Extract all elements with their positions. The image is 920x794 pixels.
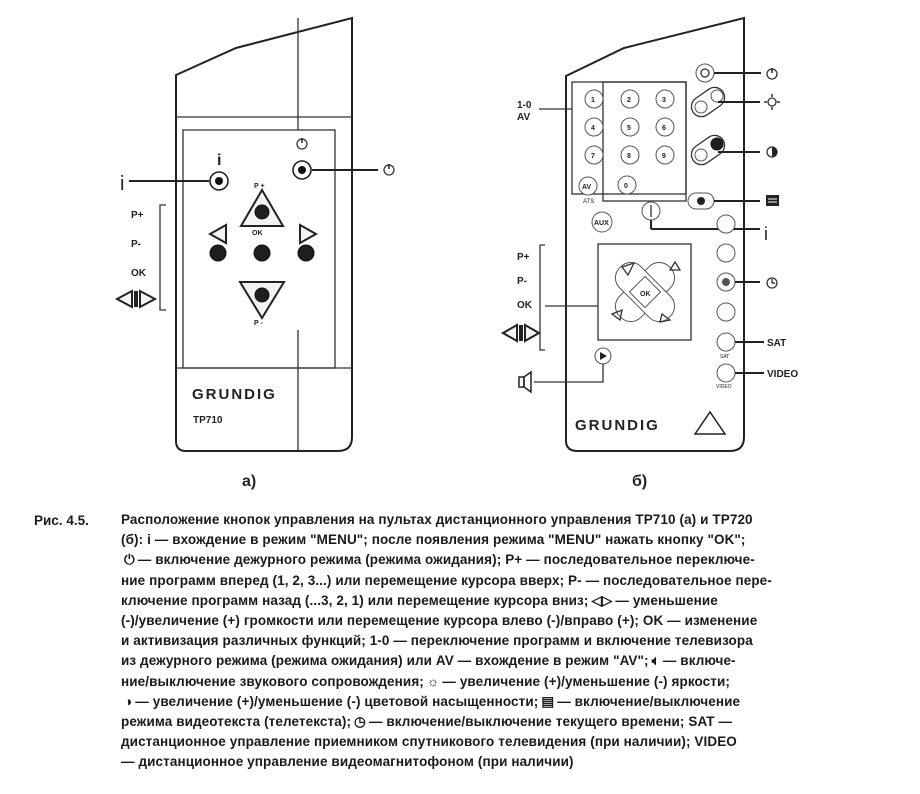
label-ok-a: OK: [252, 230, 263, 237]
remote-b: 1-0 AV 1 2 3 4 5 6 7 8 9 AV 0 ATS AUX i: [500, 16, 798, 452]
clock-icon: ◷: [354, 714, 366, 730]
standby-icon: [296, 138, 308, 150]
round-button-1: [716, 214, 736, 234]
brightness-icon: [764, 94, 780, 110]
side-label-p-plus-b: P+: [517, 252, 530, 263]
digit-1: 1: [591, 97, 595, 104]
round-button-3: [716, 302, 736, 322]
color-rocker: [690, 134, 726, 166]
vol-plus-icon: [299, 223, 319, 245]
label-p-plus-a: P +: [254, 183, 265, 190]
caption-line: и активизация различных функций; 1-0 — п…: [121, 633, 753, 649]
digit-9: 9: [662, 153, 666, 160]
side-label-ok-b: OK: [517, 300, 533, 311]
side-label-p-minus-a: P-: [131, 239, 141, 250]
volume-arrows-icon: [114, 289, 158, 309]
vol-down-arrow-icon: [610, 308, 623, 322]
label-ok-b: OK: [640, 291, 651, 298]
side-label-ok-a: OK: [131, 268, 147, 279]
brightness-rocker: [690, 86, 726, 118]
navigation-pad-frame: [597, 243, 692, 341]
caption-line: дистанционное управление приемником спут…: [121, 734, 737, 750]
logo-triangle-icon: [693, 410, 727, 435]
teletext-icon: ▤: [541, 693, 555, 709]
clock-icon: [766, 277, 778, 289]
remote-b-body: [565, 16, 745, 452]
label-sat: SAT: [767, 338, 786, 349]
caption-line: ключение программ назад (...3, 2, 1) или…: [121, 591, 903, 611]
p-plus-arrow-icon: [620, 261, 636, 277]
video-small-label: VIDEO: [716, 384, 732, 390]
brand-b: GRUNDIG: [575, 417, 660, 434]
digit-6: 6: [662, 125, 666, 132]
digit-4: 4: [591, 125, 595, 132]
caption-line: из дежурного режима (режима ожидания) ил…: [121, 651, 903, 671]
vol-minus-button-a: [209, 244, 227, 262]
sat-small-label: SAT: [720, 354, 729, 360]
digit-2: 2: [627, 97, 631, 104]
digit-8: 8: [627, 153, 631, 160]
label-video: VIDEO: [767, 369, 798, 380]
remote-a: i i P + OK P - P+ P-: [114, 16, 395, 452]
speaker-icon: [518, 370, 532, 394]
standby-icon: [766, 68, 778, 80]
caption-line: ние программ вперед (1, 2, 3...) или пер…: [121, 572, 772, 588]
color-saturation-icon: [766, 146, 778, 158]
round-button-2: [716, 243, 736, 263]
brightness-icon: ☼: [426, 673, 440, 689]
caption-line: Расположение кнопок управления на пульта…: [121, 512, 753, 527]
label-p-minus-a: P -: [254, 320, 263, 327]
ok-button-a: [253, 244, 271, 262]
digit-0: 0: [624, 183, 628, 190]
standby-icon: ⏻: [124, 552, 135, 568]
vol-up-arrow-icon: [668, 260, 682, 271]
standby-icon: [383, 164, 395, 176]
figure-caption: Расположение кнопок управления на пульта…: [121, 510, 903, 773]
teletext-icon: [766, 195, 779, 206]
navigation-pad: [614, 261, 676, 323]
volume-arrows-icon: [500, 323, 542, 343]
caption-line: ние/выключение звукового сопровождения;☼…: [121, 672, 903, 692]
caption-line: — дистанционное управление видеомагнитоф…: [121, 754, 574, 770]
digit-5: 5: [627, 125, 631, 132]
digit-buttons: 1 2 3 4 5 6 7 8 9 AV 0: [578, 89, 675, 196]
caption-b: б): [632, 473, 647, 490]
color-saturation-icon: ◑: [124, 693, 133, 709]
caption-line: ◑— увеличение (+)/уменьшение (-) цветово…: [121, 692, 903, 712]
p-minus-arrow-icon: [659, 312, 672, 323]
av-small-label: AV: [582, 184, 592, 191]
label-i-pointer-a: i: [120, 173, 124, 195]
speaker-icon: 🔈︎: [651, 653, 660, 669]
aux-label: AUX: [594, 220, 609, 227]
sat-button: [716, 332, 736, 352]
model-a: TP710: [193, 415, 223, 426]
vol-minus-icon: [207, 223, 227, 245]
side-label-p-minus-b: P-: [517, 276, 527, 287]
caption-line: (б): i — вхождение в режим "MENU"; после…: [121, 532, 746, 548]
caption-a: а): [242, 473, 256, 490]
side-label-p-plus-a: P+: [131, 210, 144, 221]
label-1-0: 1-0: [517, 100, 532, 111]
brand-a: GRUNDIG: [192, 386, 277, 403]
caption-line: ⏻— включение дежурного режима (режима ож…: [121, 550, 903, 570]
label-i-a: i: [217, 152, 221, 169]
figure-number: Рис. 4.5.: [34, 513, 89, 528]
label-av: AV: [517, 112, 530, 123]
caption-line: режима видеотекста (телетекста);◷— включ…: [121, 712, 903, 732]
remote-controls-figure: i i P + OK P - P+ P-: [114, 16, 798, 490]
video-button: [716, 363, 736, 383]
aux-button: [591, 211, 613, 233]
remote-a-body: [175, 16, 353, 452]
label-i-pointer-b: i: [764, 224, 768, 244]
digit-3: 3: [662, 97, 666, 104]
caption-line: (-)/увеличение (+) громкости или перемещ…: [121, 613, 758, 629]
vol-plus-button-a: [297, 244, 315, 262]
volume-arrows-icon: ◁▷: [591, 592, 613, 608]
standby-button-b: [695, 63, 715, 83]
digit-7: 7: [591, 153, 595, 160]
ats-label: ATS: [583, 199, 594, 205]
